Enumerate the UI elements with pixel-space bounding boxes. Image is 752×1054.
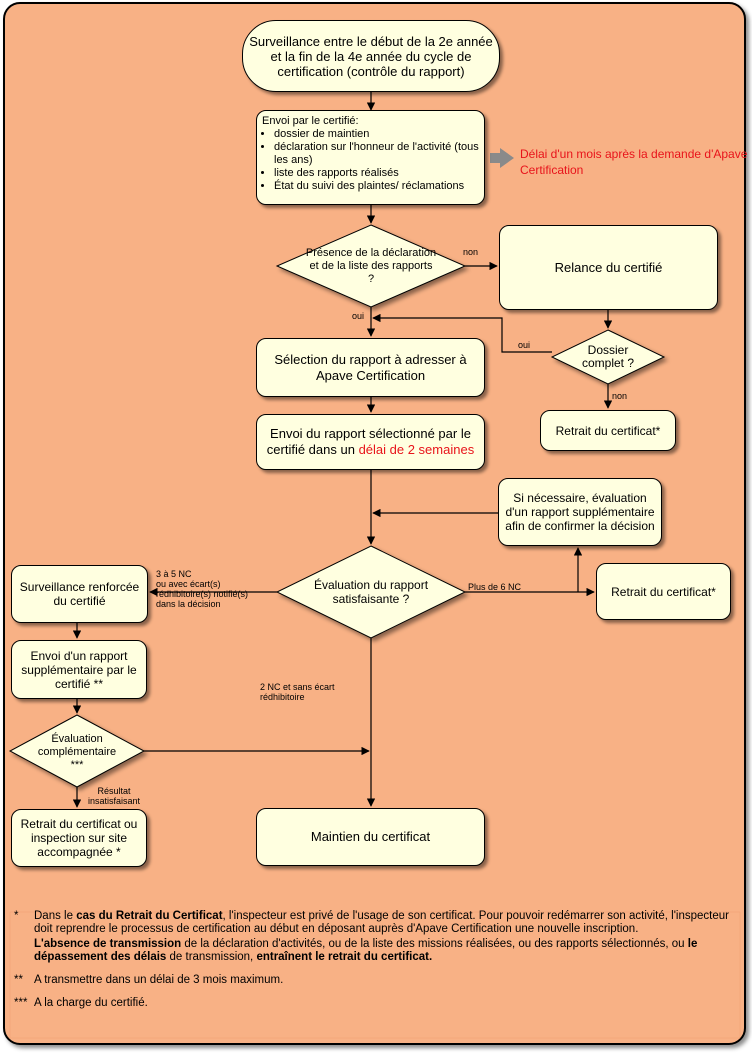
label-line: dans la décision xyxy=(156,599,221,609)
footnote-text: , l'inspecteur est privé de l'usage de s… xyxy=(34,910,729,935)
list-item: État du suivi des plaintes/ réclamations xyxy=(274,180,479,193)
footnote-text: A la charge du certifié. xyxy=(34,997,148,1009)
footnote-text: A transmettre dans un délai de 3 mois ma… xyxy=(34,974,284,986)
retrait-certificat-box-2: Retrait du certificat* xyxy=(596,563,731,620)
label-line: 2 NC et sans écart xyxy=(260,682,335,692)
label-plus-6-nc: Plus de 6 NC xyxy=(468,582,522,592)
label-line: ou avec écart(s) xyxy=(156,579,221,589)
label-line: Résultat xyxy=(97,786,131,796)
eval-complementaire-question: Évaluation complémentaire *** xyxy=(37,732,117,771)
label-line: 3 à 5 NC xyxy=(156,569,192,579)
footnote-1: * Dans le cas du Retrait du Certificat, … xyxy=(14,910,732,964)
footnote-bold: le dépassement des délais xyxy=(34,938,698,963)
presence-question: Présence de la déclaration et de la list… xyxy=(305,246,437,285)
footnote-text: de la déclaration d'activités, ou de la … xyxy=(181,938,688,950)
start-terminal: Surveillance entre le début de la 2e ann… xyxy=(242,20,500,92)
selection-rapport-box: Sélection du rapport à adresser à Apave … xyxy=(256,338,485,397)
si-necessaire-box: Si nécessaire, évaluation d'un rapport s… xyxy=(498,478,662,546)
label-line: rédhibitoire(s) notifié(s) xyxy=(156,589,249,599)
list-item: liste des rapports réalisés xyxy=(274,167,479,180)
delai-2-semaines: délai de 2 semaines xyxy=(358,442,475,457)
dossier-complet-question: Dossier complet ? xyxy=(581,343,635,370)
label-2-nc: 2 NC et sans écart rédhibitoire xyxy=(260,682,335,702)
envoi-certifie-box: Envoi par le certifié: dossier de mainti… xyxy=(256,110,485,205)
evaluation-question: Évaluation du rapport satisfaisante ? xyxy=(313,578,429,606)
footnote-separator xyxy=(9,911,741,1039)
envoi-certifie-list: dossier de maintien déclaration sur l'ho… xyxy=(262,128,479,193)
relance-box: Relance du certifié xyxy=(499,225,718,310)
delai-note: Délai d'un mois après la demande d'Apave… xyxy=(520,147,748,177)
retrait-certificat-box-1: Retrait du certificat* xyxy=(540,410,676,451)
delay-arrow-icon xyxy=(490,148,514,168)
label-line: insatisfaisant xyxy=(88,796,141,806)
label-oui-dossier: oui xyxy=(518,340,531,350)
envoi-rapport-box: Envoi du rapport sélectionné par le cert… xyxy=(256,414,485,470)
footnote-3: *** A la charge du certifié. xyxy=(14,997,732,1010)
envoi-certifie-title: Envoi par le certifié: xyxy=(262,115,359,127)
surveillance-renforcee-box: Surveillance renforcée du certifié xyxy=(11,565,148,623)
label-resultat-insatisfaisant: Résultat insatisfaisant xyxy=(88,786,140,806)
envoi-rapport-text: Envoi du rapport sélectionné par le cert… xyxy=(266,426,471,457)
footnote-2: ** A transmettre dans un délai de 3 mois… xyxy=(14,974,732,987)
footnote-mark: ** xyxy=(14,974,23,986)
label-non-dossier: non xyxy=(612,391,628,401)
footnote-bold: L'absence de transmission xyxy=(34,938,182,950)
footnote-text: Dans le xyxy=(34,910,77,922)
list-item: dossier de maintien xyxy=(274,128,479,141)
maintien-certificat-box: Maintien du certificat xyxy=(256,808,485,866)
footnote-text: de transmission, xyxy=(166,951,257,963)
footnotes: * Dans le cas du Retrait du Certificat, … xyxy=(14,910,732,1020)
retrait-inspection-box: Retrait du certificat ou inspection sur … xyxy=(11,809,147,867)
label-non-presence: non xyxy=(463,247,479,257)
footnote-mark: * xyxy=(14,910,19,922)
envoi-supplementaire-box: Envoi d'un rapport supplémentaire par le… xyxy=(11,640,147,699)
label-line: rédhibitoire xyxy=(260,692,305,702)
label-oui-presence: oui xyxy=(352,311,365,321)
footnote-bold: cas du Retrait du Certificat xyxy=(76,910,223,922)
list-item: déclaration sur l'honneur de l'activité … xyxy=(274,141,479,167)
footnote-mark: *** xyxy=(14,997,28,1009)
footnote-bold: entraînent le retrait du certificat. xyxy=(256,951,433,963)
label-3-5-nc: 3 à 5 NC ou avec écart(s) rédhibitoire(s… xyxy=(156,569,248,609)
